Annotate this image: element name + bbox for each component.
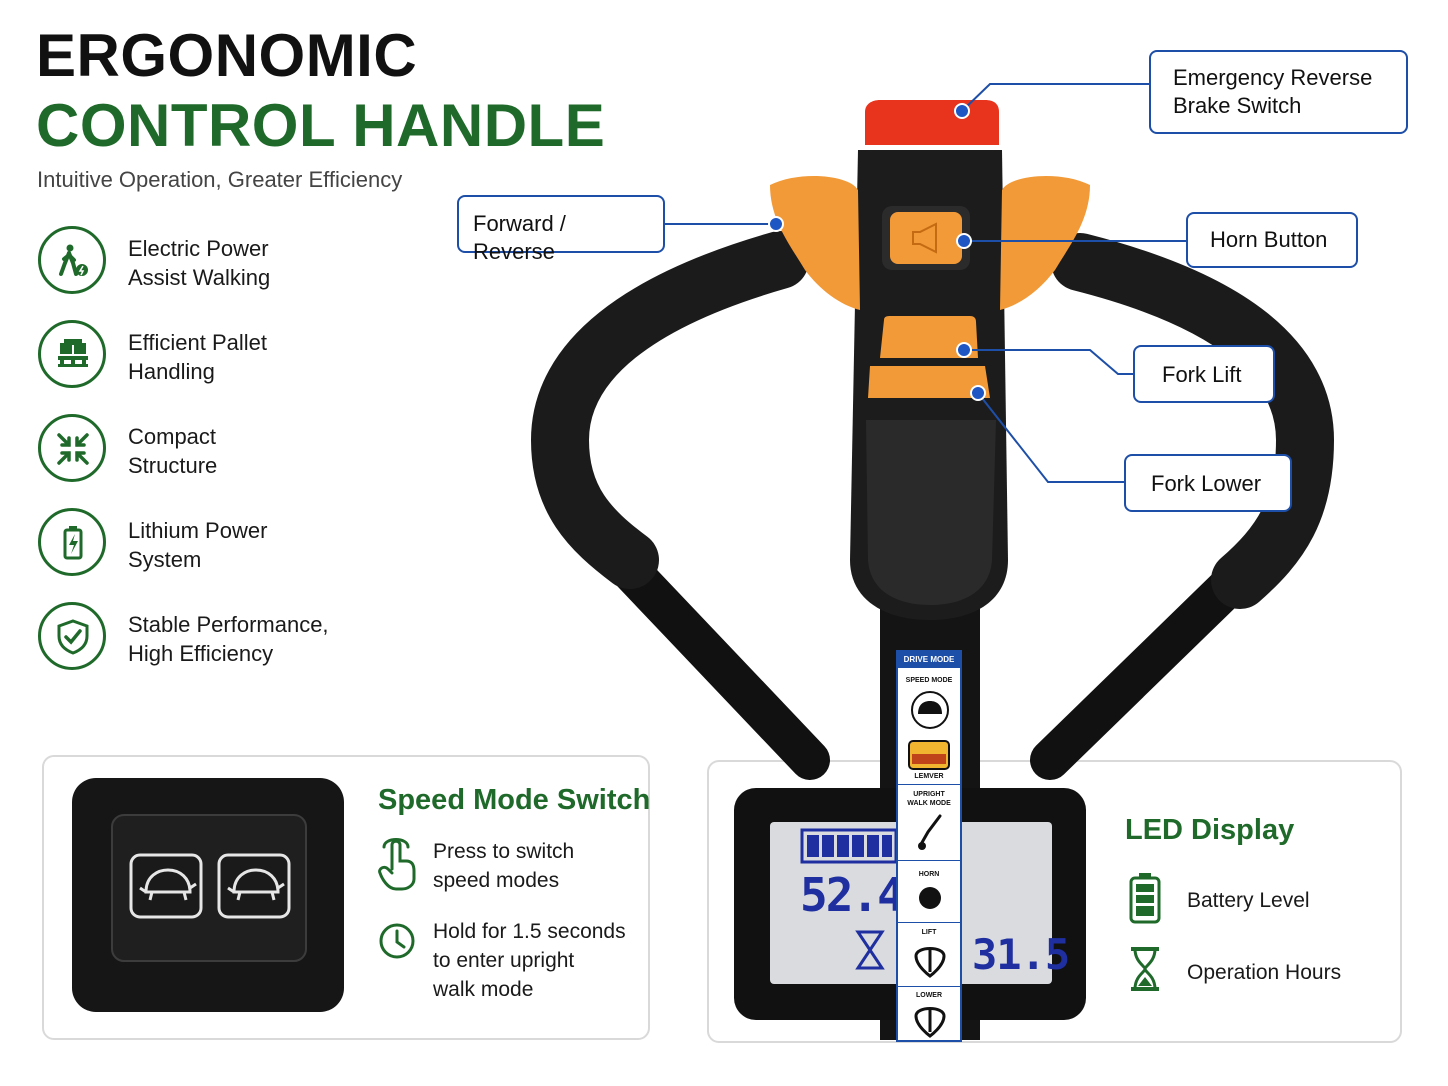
left-grip[interactable] bbox=[530, 231, 809, 589]
turtle-icon bbox=[911, 691, 949, 729]
upright-walk-icon bbox=[918, 814, 942, 850]
forward-reverse-callout-dot bbox=[768, 216, 784, 232]
brake-callout-dot bbox=[954, 103, 970, 119]
callout-text: Brake Switch bbox=[1173, 93, 1302, 118]
fork-lift-button[interactable] bbox=[880, 316, 978, 358]
turtle-icon bbox=[139, 868, 197, 901]
feature-stable-performance: Stable Performance, High Efficiency bbox=[38, 602, 368, 674]
speed-item-press: Press to switch speed modes bbox=[433, 837, 574, 895]
upright-label-line1: UPRIGHT bbox=[913, 791, 945, 798]
callout-text: Horn Button bbox=[1210, 227, 1328, 252]
speed-item-hold: Hold for 1.5 seconds to enter upright wa… bbox=[433, 917, 626, 1004]
feature-line2: Structure bbox=[128, 453, 218, 478]
callout-text: Fork Lower bbox=[1151, 471, 1262, 496]
emergency-brake-switch[interactable] bbox=[865, 100, 999, 145]
forward-reverse-left-thumbwheel[interactable] bbox=[770, 175, 860, 310]
turtle-slow-button[interactable] bbox=[129, 853, 203, 919]
turtle-fast-button[interactable] bbox=[217, 853, 291, 919]
horn-button[interactable] bbox=[890, 212, 962, 264]
speed-item-text: to enter upright bbox=[433, 949, 575, 972]
feature-line2: High Efficiency bbox=[128, 641, 274, 666]
feature-line2: Assist Walking bbox=[128, 265, 271, 290]
shield-check-icon bbox=[57, 619, 89, 655]
led-item-battery: Battery Level bbox=[1187, 889, 1310, 912]
speed-item-text: speed modes bbox=[433, 869, 560, 892]
led-item-hours: Operation Hours bbox=[1187, 961, 1342, 984]
battery-icon bbox=[63, 526, 83, 560]
hourglass-icon bbox=[855, 930, 885, 970]
upright-label-line2: WALK MODE bbox=[907, 800, 951, 807]
hourglass-icon bbox=[1131, 947, 1159, 991]
drive-mode-label-strip: DRIVE MODE SPEED MODE LEMVER UPRIGHT WAL… bbox=[896, 650, 962, 1042]
speed-item-text: walk mode bbox=[433, 978, 534, 1001]
fork-lower-button[interactable] bbox=[868, 366, 990, 398]
speed-item-text: Press to switch bbox=[433, 840, 575, 863]
speed-switch-icon bbox=[908, 740, 950, 770]
speed-item-text: Hold for 1.5 seconds bbox=[433, 920, 626, 943]
pallet-boxes-icon bbox=[58, 339, 88, 367]
feature-line2: Handling bbox=[128, 359, 215, 384]
turtle-icon bbox=[227, 868, 285, 901]
horn-callout-dot bbox=[956, 233, 972, 249]
fork-lower-callout-dot bbox=[970, 385, 986, 401]
callout-forward-reverse: Forward / Reverse bbox=[457, 195, 665, 264]
right-grip[interactable] bbox=[1051, 233, 1335, 609]
strip-lever-label: LEMVER bbox=[914, 773, 944, 780]
page-title-line2: CONTROL HANDLE bbox=[36, 92, 606, 159]
feature-line1: Electric Power bbox=[128, 236, 269, 261]
horn-icon bbox=[912, 222, 937, 254]
fork-lift-icon bbox=[914, 947, 946, 978]
led-display-title: LED Display bbox=[1125, 814, 1295, 846]
lcd-hours-readout: 31.5 bbox=[972, 930, 1070, 979]
page-subtitle: Intuitive Operation, Greater Efficiency bbox=[37, 167, 403, 192]
feature-line1: Compact bbox=[128, 424, 217, 449]
strip-horn-label: HORN bbox=[918, 871, 940, 878]
battery-level-icon bbox=[1129, 873, 1161, 924]
strip-lower-label: LOWER bbox=[915, 992, 943, 999]
fork-lift-callout-dot bbox=[956, 342, 972, 358]
callout-text: Fork Lift bbox=[1162, 362, 1242, 387]
page-title-line1: ERGONOMIC bbox=[36, 22, 418, 89]
callout-horn-button: Horn Button bbox=[1186, 212, 1358, 268]
right-shaft bbox=[1030, 560, 1255, 780]
walking-person-icon bbox=[59, 244, 88, 276]
speed-mode-label: SPEED MODE bbox=[905, 677, 953, 684]
callout-fork-lift: Fork Lift bbox=[1133, 345, 1275, 403]
callout-text: Emergency Reverse bbox=[1173, 65, 1373, 90]
drive-mode-header: DRIVE MODE bbox=[898, 652, 960, 668]
hand-press-icon bbox=[378, 838, 416, 891]
fork-lower-icon bbox=[914, 1007, 946, 1038]
speed-mode-title: Speed Mode Switch bbox=[378, 784, 651, 816]
strip-lift-label: LIFT bbox=[921, 929, 937, 936]
callout-fork-lower: Fork Lower bbox=[1124, 454, 1292, 512]
compress-arrows-icon bbox=[57, 433, 89, 465]
feature-line2: System bbox=[128, 547, 202, 572]
horn-icon bbox=[919, 887, 941, 909]
left-shaft bbox=[600, 540, 830, 780]
feature-line1: Stable Performance, bbox=[128, 612, 329, 637]
callout-emergency-brake: Emergency Reverse Brake Switch bbox=[1149, 50, 1408, 134]
feature-line1: Lithium Power bbox=[128, 518, 268, 543]
callout-text: Forward / Reverse bbox=[473, 211, 566, 264]
feature-line1: Efficient Pallet bbox=[128, 330, 268, 355]
clock-icon bbox=[379, 923, 415, 959]
forward-reverse-right-thumbwheel[interactable] bbox=[1000, 175, 1090, 310]
